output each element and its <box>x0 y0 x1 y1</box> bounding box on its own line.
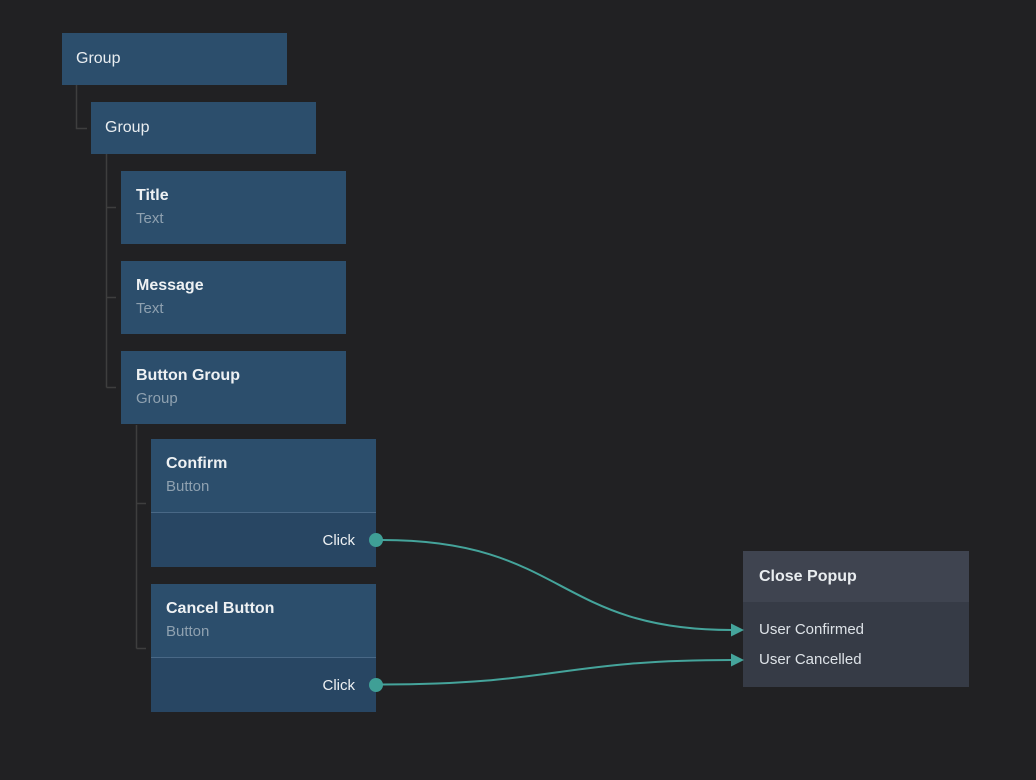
node-confirm-button[interactable]: Confirm Button Click <box>151 439 383 567</box>
node-title-label: Group <box>76 50 121 67</box>
node-header: Message Text <box>121 261 346 334</box>
node-title-element[interactable]: Title Text <box>121 171 346 244</box>
wire-cancel-click-to-user-cancelled[interactable] <box>381 659 733 686</box>
node-header: Button Group Group <box>121 351 346 424</box>
action-inputs: User Confirmed User Cancelled <box>743 602 969 687</box>
node-type-label: Button <box>166 478 210 495</box>
action-input-user-confirmed[interactable]: User Confirmed <box>743 614 969 644</box>
node-type-label: Group <box>136 390 178 407</box>
click-event-label: Click <box>322 531 356 549</box>
action-title: Close Popup <box>743 551 969 602</box>
action-input-label: User Confirmed <box>759 620 865 638</box>
tree-guide-group1-group2 <box>75 85 87 130</box>
click-output-port[interactable] <box>369 533 383 547</box>
node-type-label: Text <box>136 300 164 317</box>
confirm-click-event-row: Click <box>151 512 383 567</box>
node-header: Confirm Button <box>151 439 376 512</box>
node-close-popup-action[interactable]: Close Popup User Confirmed User Cancelle… <box>743 551 969 687</box>
click-output-port[interactable] <box>369 678 383 692</box>
action-input-user-cancelled[interactable]: User Cancelled <box>743 644 969 674</box>
action-title-label: Close Popup <box>759 567 857 585</box>
node-title-label: Message <box>136 277 204 294</box>
tree-guide-group2-children <box>105 154 116 389</box>
node-title-label: Group <box>105 119 150 136</box>
cancel-click-event-row: Click <box>151 657 383 712</box>
node-type-label: Text <box>136 210 164 227</box>
node-message-element[interactable]: Message Text <box>121 261 346 334</box>
node-header: Title Text <box>121 171 346 244</box>
node-group-outer[interactable]: Group <box>62 33 287 85</box>
click-event-label: Click <box>322 676 356 694</box>
wire-confirm-click-to-user-confirmed[interactable] <box>381 539 733 631</box>
node-cancel-button[interactable]: Cancel Button Button Click <box>151 584 383 712</box>
node-title-label: Confirm <box>166 455 228 472</box>
tree-guide-buttongroup-children <box>135 425 146 650</box>
node-group-inner[interactable]: Group <box>91 102 316 154</box>
action-input-label: User Cancelled <box>759 650 862 668</box>
node-button-group[interactable]: Button Group Group <box>121 351 346 424</box>
node-type-label: Button <box>166 623 210 640</box>
node-header: Cancel Button Button <box>151 584 376 657</box>
node-title-label: Cancel Button <box>166 600 275 617</box>
node-title-label: Button Group <box>136 367 240 384</box>
node-title-label: Title <box>136 187 169 204</box>
